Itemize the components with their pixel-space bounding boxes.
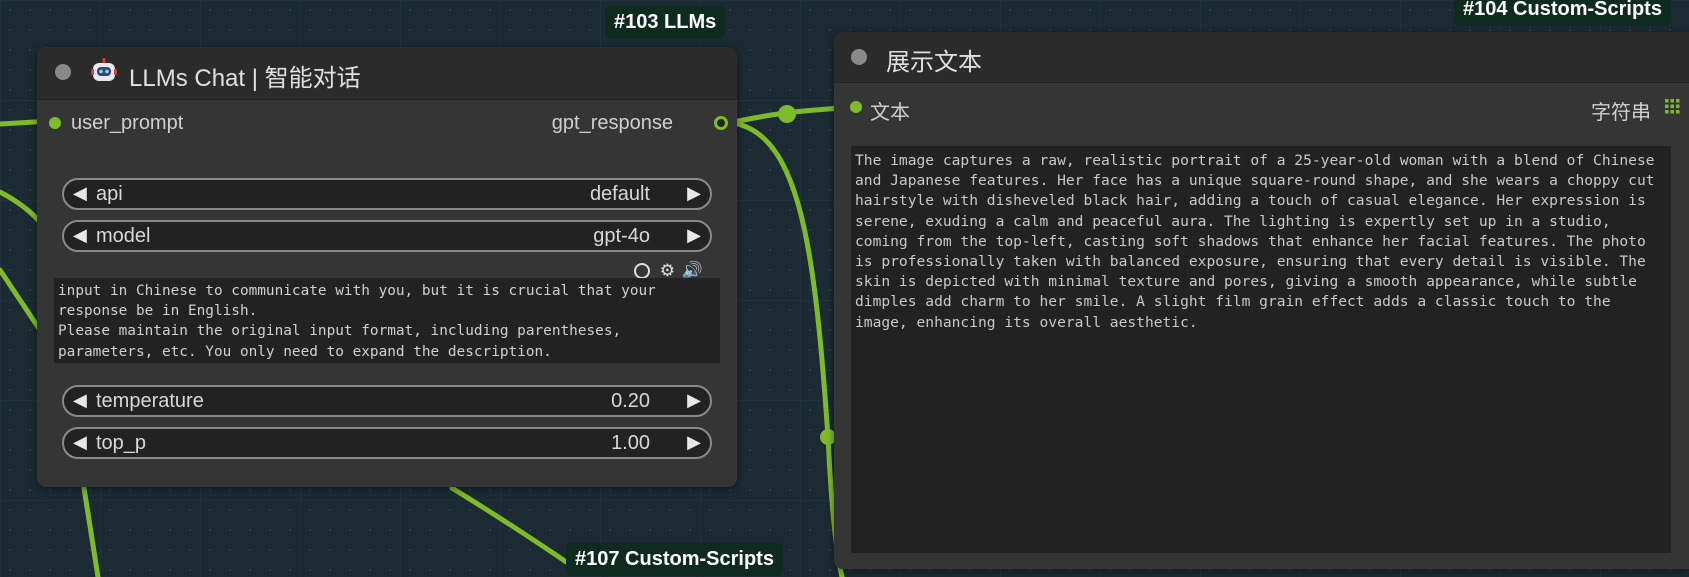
- reroute-point-upper: [778, 105, 796, 123]
- widget-label: api: [96, 183, 123, 205]
- widget-label: temperature: [96, 390, 204, 412]
- node-header[interactable]: LLMs Chat | 智能对话: [37, 47, 737, 100]
- input-slot-type: 字符串: [1591, 102, 1651, 124]
- node-badge-104: #104 Custom-Scripts: [1454, 0, 1671, 26]
- input-slot-text-dot[interactable]: [850, 101, 862, 113]
- node-title: 展示文本: [886, 49, 982, 76]
- model-widget[interactable]: ◀ model gpt-4o ▶: [62, 220, 712, 252]
- widget-label: model: [96, 225, 151, 247]
- temperature-widget[interactable]: ◀ temperature 0.20 ▶: [62, 385, 712, 417]
- show-text-node[interactable]: 展示文本 文本 字符串 The image captures a raw, re…: [834, 32, 1689, 569]
- increment-arrow-icon[interactable]: ▶: [687, 225, 701, 245]
- input-slot-user-prompt-dot[interactable]: [49, 117, 61, 129]
- widget-value: 1.00: [611, 432, 650, 454]
- prompt-textarea[interactable]: input in Chinese to communicate with you…: [54, 278, 720, 363]
- textbox-tools: ⚙ 🔊: [634, 260, 703, 281]
- collapse-toggle[interactable]: [851, 49, 867, 65]
- widget-label: top_p: [96, 432, 147, 454]
- node-badge-107: #107 Custom-Scripts: [566, 543, 783, 576]
- increment-arrow-icon[interactable]: ▶: [687, 432, 701, 452]
- node-title: LLMs Chat | 智能对话: [129, 65, 361, 92]
- robot-icon: [90, 57, 118, 85]
- circle-icon[interactable]: [634, 262, 650, 279]
- output-slot-gpt-response-dot[interactable]: [714, 116, 728, 130]
- wire-left-upper: [0, 189, 43, 225]
- gear-icon[interactable]: ⚙: [659, 260, 675, 280]
- decrement-arrow-icon[interactable]: ◀: [73, 225, 87, 245]
- llm-chat-node[interactable]: LLMs Chat | 智能对话 user_prompt gpt_respons…: [37, 47, 737, 487]
- input-slot-text: 文本: [870, 102, 910, 124]
- top-p-widget[interactable]: ◀ top_p 1.00 ▶: [62, 427, 712, 459]
- api-widget[interactable]: ◀ api default ▶: [62, 178, 712, 210]
- widget-value: 0.20: [611, 390, 650, 412]
- increment-arrow-icon[interactable]: ▶: [687, 390, 701, 410]
- node-badge-103: #103 LLMs: [605, 6, 726, 39]
- increment-arrow-icon[interactable]: ▶: [687, 183, 701, 203]
- output-slot-gpt-response: gpt_response: [551, 112, 673, 134]
- grid-icon[interactable]: [1665, 99, 1680, 114]
- decrement-arrow-icon[interactable]: ◀: [73, 432, 87, 452]
- input-slot-user-prompt: user_prompt: [71, 112, 184, 134]
- wire-to-107: [449, 485, 578, 571]
- widget-value: gpt-4o: [593, 225, 650, 247]
- speaker-icon[interactable]: 🔊: [681, 260, 703, 280]
- display-text-area[interactable]: The image captures a raw, realistic port…: [851, 146, 1671, 553]
- decrement-arrow-icon[interactable]: ◀: [73, 390, 87, 410]
- wire-left-mid: [0, 267, 43, 333]
- wire-bottom-left: [81, 485, 101, 577]
- decrement-arrow-icon[interactable]: ◀: [73, 183, 87, 203]
- reroute-point-lower: [820, 429, 836, 445]
- widget-value: default: [589, 183, 650, 205]
- node-header[interactable]: 展示文本: [834, 32, 1689, 83]
- wire-down-right: [735, 121, 845, 577]
- collapse-toggle[interactable]: [55, 64, 71, 80]
